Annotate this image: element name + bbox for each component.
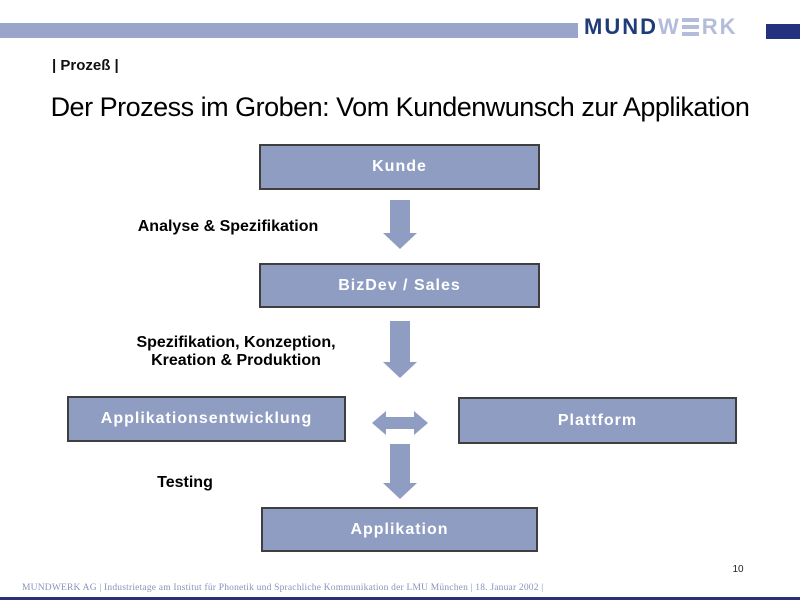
down-arrow-icon: [383, 444, 417, 499]
flow-box-applikation: Applikation: [261, 507, 538, 552]
flow-box-bizdev-sales: BizDev / Sales: [259, 263, 540, 308]
double-arrow-icon: [372, 411, 428, 435]
label-testing: Testing: [157, 474, 213, 491]
label-spez-line1: Spezifikation, Konzeption,: [136, 334, 336, 351]
logo-text-dark: MUND: [584, 14, 658, 39]
page-number: 10: [732, 564, 744, 575]
label-analyse-spezifikation: Analyse & Spezifikation: [137, 218, 319, 235]
page-title: Der Prozess im Groben: Vom Kundenwunsch …: [50, 92, 750, 122]
logo-stylized-e-icon: [681, 18, 699, 36]
flow-box-applikationsentwicklung: Applikationsentwicklung: [67, 396, 346, 442]
label-spez-line2: Kreation & Produktion: [151, 352, 321, 369]
logo-end-block: [766, 24, 800, 39]
flow-box-kunde: Kunde: [259, 144, 540, 190]
flow-box-plattform: Plattform: [458, 397, 737, 444]
label-spezifikation-konzeption: Spezifikation, Konzeption, Kreation & Pr…: [103, 334, 369, 370]
footer-credit: MUNDWERK AG | Industrietage am Institut …: [22, 583, 544, 593]
bottom-divider: [0, 597, 800, 600]
header-accent-bar: [0, 23, 578, 38]
slide-section-tag: | Prozeß |: [52, 57, 119, 74]
logo-text-w: W: [658, 14, 681, 39]
down-arrow-icon: [383, 200, 417, 249]
logo-text-rk: RK: [701, 14, 738, 39]
down-arrow-icon: [383, 321, 417, 378]
